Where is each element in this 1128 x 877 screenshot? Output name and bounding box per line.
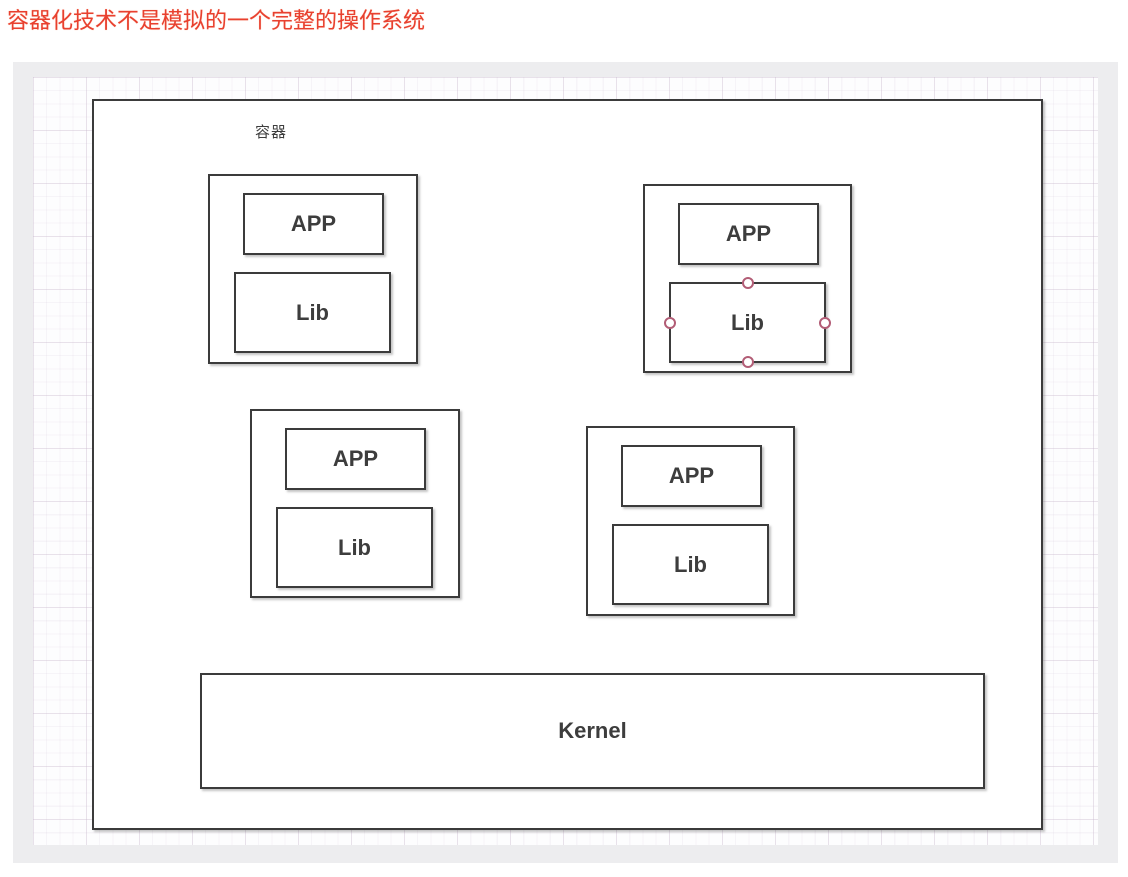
container-box-3[interactable]: APP Lib: [250, 409, 460, 598]
connection-point-bottom-icon[interactable]: [741, 356, 754, 368]
os-boundary-box[interactable]: 容器 APP Lib APP Lib: [92, 99, 1043, 830]
lib-box-2[interactable]: Lib: [664, 277, 831, 368]
kernel-label: Kernel: [558, 718, 627, 743]
container-box-1[interactable]: APP Lib: [208, 174, 418, 364]
container-box-2[interactable]: APP Lib: [643, 184, 852, 373]
lib-label: Lib: [674, 551, 707, 577]
app-box-1[interactable]: APP: [243, 193, 384, 255]
app-box-3[interactable]: APP: [285, 428, 426, 490]
app-label: APP: [725, 221, 772, 246]
connection-point-right-icon[interactable]: [819, 316, 831, 329]
container-label[interactable]: 容器: [255, 124, 288, 141]
lib-box-3[interactable]: Lib: [276, 507, 433, 588]
app-label: APP: [332, 446, 379, 471]
lib-label: Lib: [338, 534, 371, 560]
app-label: APP: [668, 463, 715, 488]
app-label: APP: [290, 211, 337, 236]
kernel-box[interactable]: Kernel: [200, 673, 985, 789]
container-box-4[interactable]: APP Lib: [586, 426, 795, 616]
diagram-canvas[interactable]: 容器 APP Lib APP Lib: [13, 62, 1118, 863]
lib-box-1[interactable]: Lib: [234, 272, 391, 353]
lib-label: Lib: [296, 299, 329, 325]
lib-label: Lib: [731, 309, 764, 335]
connection-point-top-icon[interactable]: [741, 277, 754, 289]
app-box-2[interactable]: APP: [678, 203, 819, 265]
app-box-4[interactable]: APP: [621, 445, 762, 507]
lib-box-4[interactable]: Lib: [612, 524, 769, 605]
connection-point-left-icon[interactable]: [664, 316, 676, 329]
page-title: 容器化技术不是模拟的一个完整的操作系统: [7, 8, 426, 33]
